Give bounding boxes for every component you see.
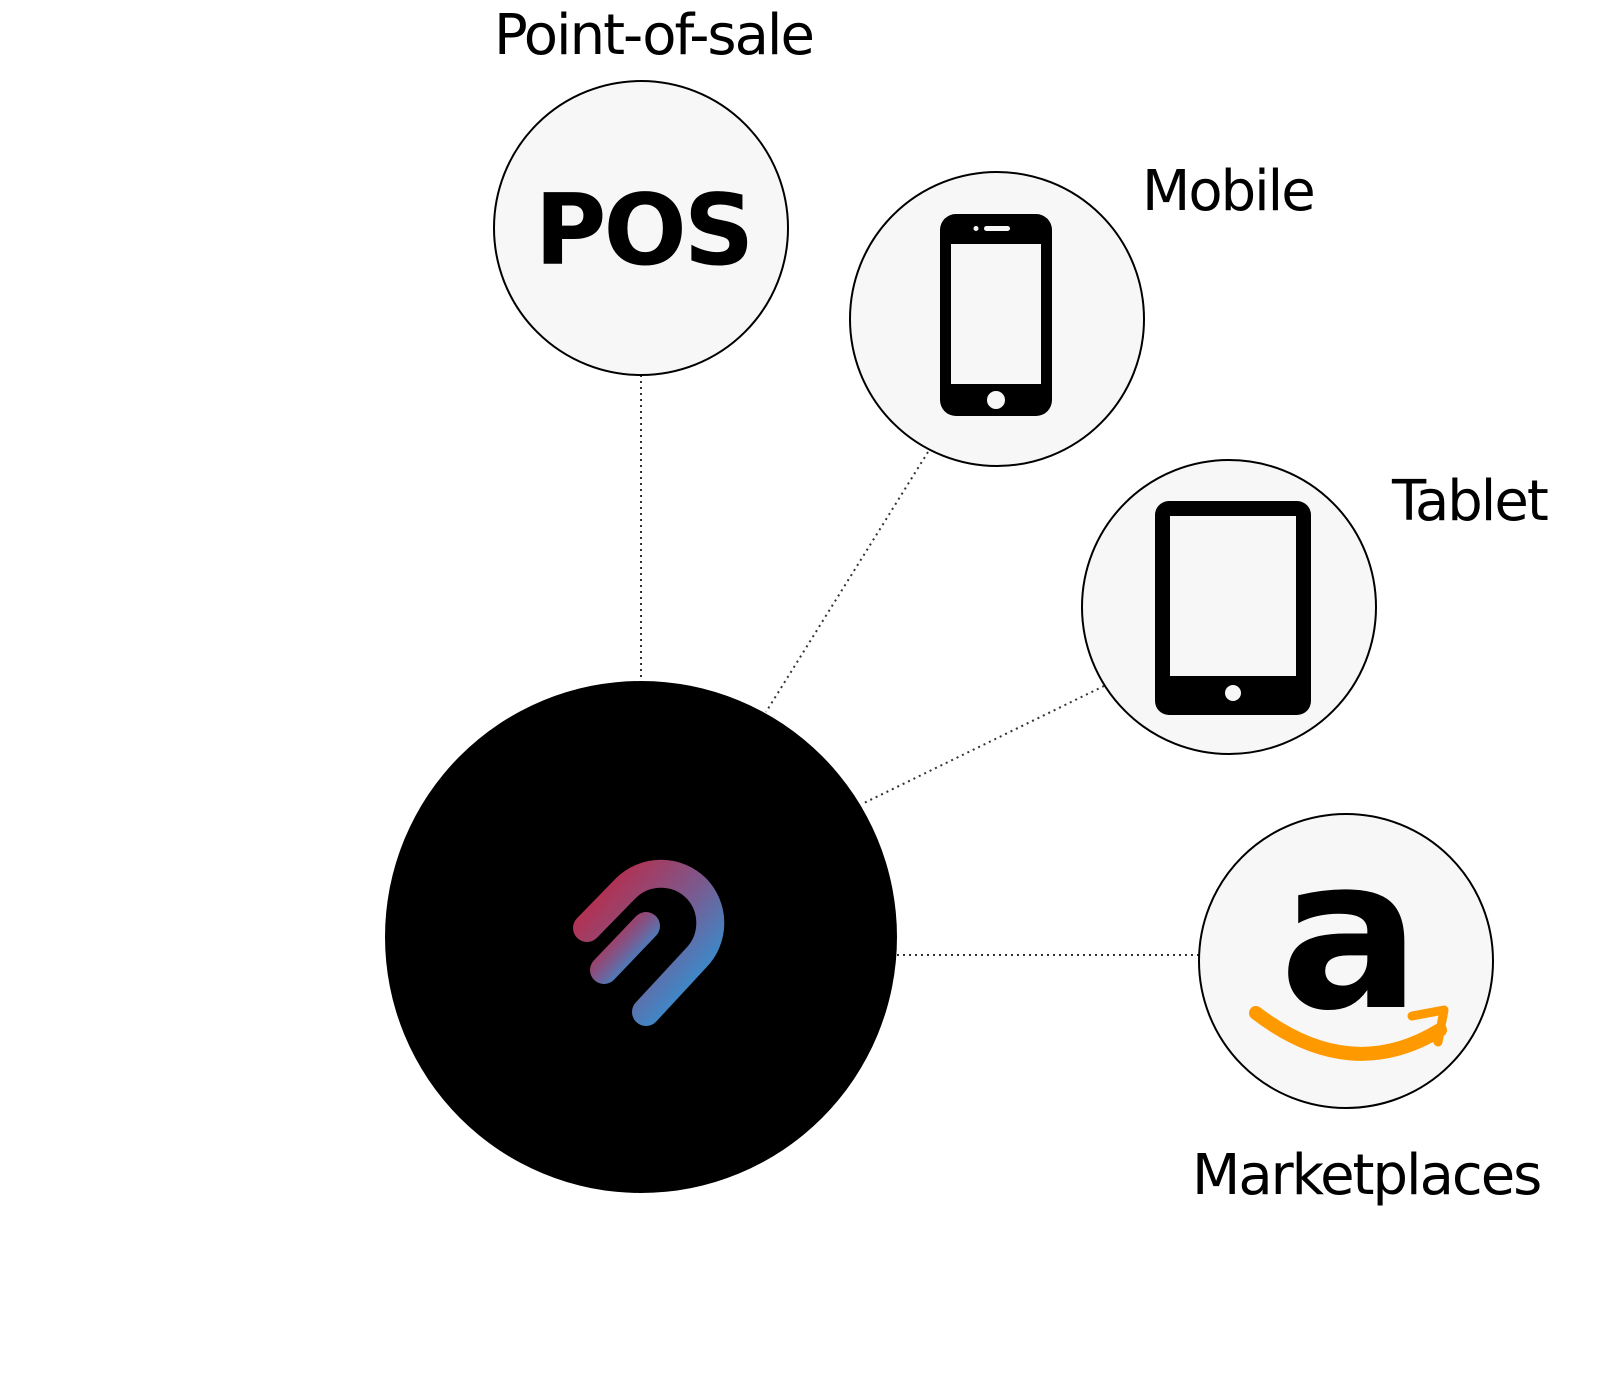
smartphone-icon (940, 214, 1052, 416)
tablet-icon (1155, 501, 1311, 715)
pos-label: Point-of-sale (494, 3, 815, 68)
pos-node: POS (493, 80, 789, 376)
hub-node (385, 681, 897, 1193)
connectors (640, 375, 1200, 956)
tablet-node (1081, 459, 1377, 755)
amazon-logo-icon: a (1249, 812, 1449, 1061)
marketplaces-node: a (1198, 812, 1494, 1109)
connector-mobile (765, 451, 929, 713)
marketplaces-label: Marketplaces (1192, 1143, 1542, 1208)
mobile-label: Mobile (1142, 159, 1316, 224)
mobile-node (849, 171, 1145, 467)
connector-tablet (861, 685, 1105, 805)
brand-logo-icon (573, 859, 725, 1026)
tablet-label: Tablet (1392, 469, 1549, 534)
pos-text-icon: POS (535, 174, 752, 288)
svg-text:a: a (1279, 812, 1421, 1057)
